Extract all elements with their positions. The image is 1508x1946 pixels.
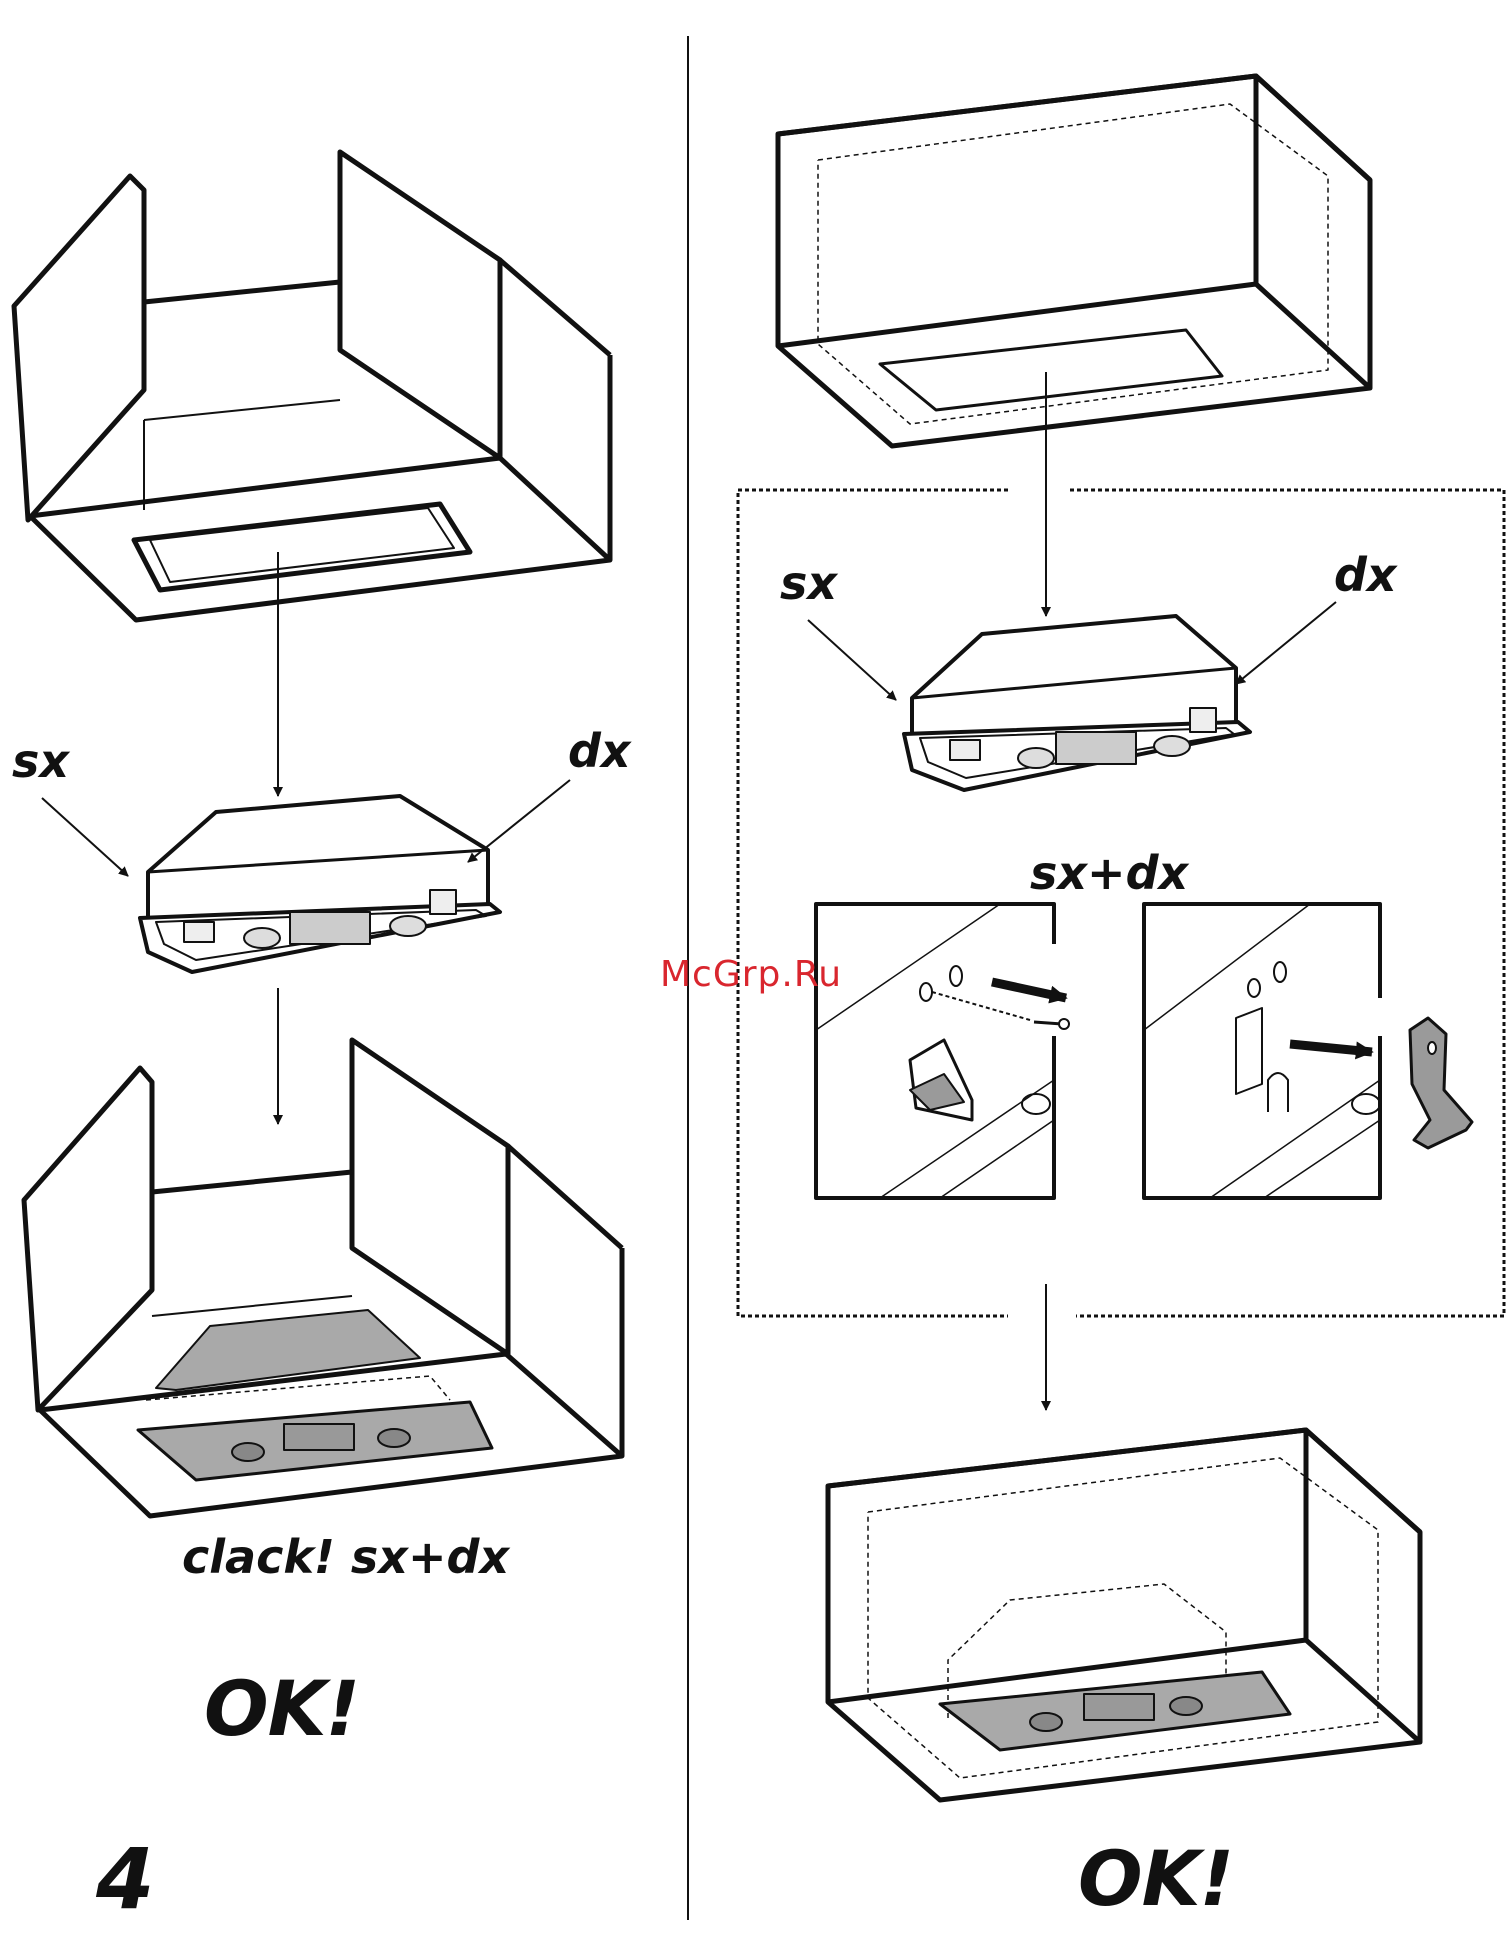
page-number: 4 [96, 1830, 154, 1928]
cabinet-installed-1 [24, 1040, 622, 1516]
detail-clip-removal [816, 904, 1069, 1198]
hood-unit-left [140, 796, 500, 972]
label-dx-left: dx [568, 724, 631, 778]
ok-label-left: OK! [204, 1664, 359, 1753]
label-sx-left: sx [12, 734, 69, 788]
hood-unit-right [904, 616, 1250, 790]
ok-label-right: OK! [1078, 1834, 1233, 1923]
label-sx-right: sx [780, 556, 837, 610]
cabinet-closed-installed [828, 1430, 1420, 1800]
detail-clip-removed [1144, 904, 1472, 1198]
watermark: McGrp.Ru [660, 954, 842, 995]
cabinet-closed-1 [778, 76, 1370, 446]
cabinet-open-1 [14, 152, 610, 620]
label-dx-right: dx [1334, 548, 1397, 602]
caption-clack: clack! sx+dx [182, 1530, 509, 1584]
label-sxdx-right: sx+dx [1030, 846, 1188, 900]
